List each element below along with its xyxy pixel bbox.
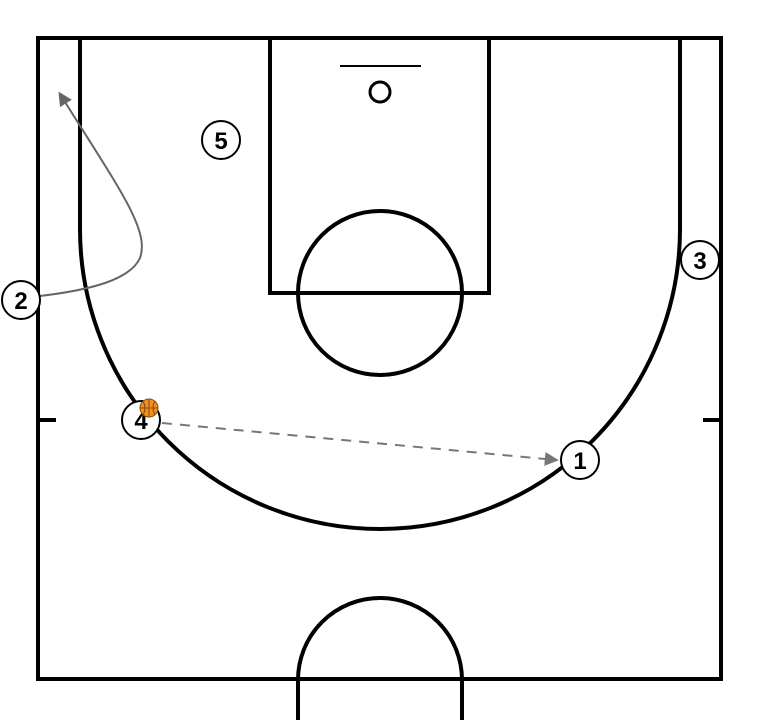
player-5-label: 5: [214, 128, 227, 155]
player-2-label: 2: [14, 288, 27, 315]
basketball-icon: [139, 398, 159, 418]
player-2: 2: [1, 280, 41, 320]
player-1-label: 1: [573, 448, 586, 475]
player-3-label: 3: [693, 248, 706, 275]
player-3: 3: [680, 240, 720, 280]
three-point-line: [78, 38, 682, 531]
player-1: 1: [560, 440, 600, 480]
key-lane: [268, 36, 491, 295]
rim: [368, 80, 392, 104]
pass-arrow-4-to-1: [161, 422, 559, 466]
center-circle: [296, 596, 464, 720]
cut-arrow-player-2: [39, 91, 143, 297]
player-5: 5: [201, 120, 241, 160]
free-throw-circle: [296, 209, 464, 377]
court-boundary: [36, 36, 723, 681]
